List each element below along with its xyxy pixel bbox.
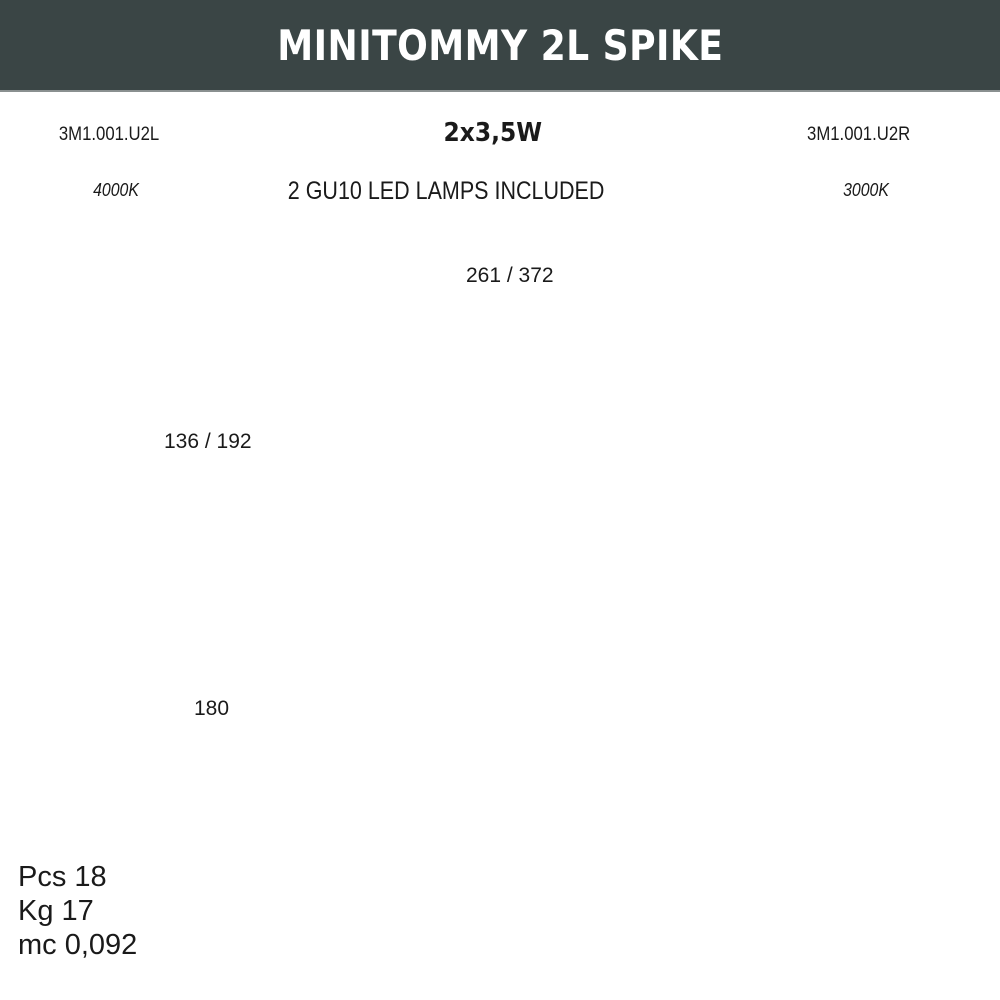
- product-title: MINITOMMY 2L SPIKE: [276, 20, 724, 70]
- packaging-volume: mc 0,092: [18, 929, 138, 961]
- packaging-pieces: Pcs 18: [18, 861, 107, 893]
- width-dimension: 261 / 372: [462, 264, 558, 288]
- rotation-ghost: [536, 339, 721, 528]
- right-color-temp: 3000K: [843, 180, 889, 200]
- right-lamp-head: [602, 301, 764, 453]
- spike-height-dimension: 180: [194, 697, 230, 721]
- lamps-included: 2 GU10 LED LAMPS INCLUDED: [287, 177, 605, 205]
- ground-spike: [475, 571, 533, 839]
- lamp-base: [410, 472, 601, 573]
- power-rating: 2x3,5W: [443, 118, 543, 148]
- left-color-temp: 4000K: [93, 180, 139, 200]
- left-lamp-head: [279, 341, 497, 546]
- packaging-weight: Kg 17: [18, 895, 94, 927]
- right-product-code: 3M1.001.U2R: [807, 124, 911, 145]
- left-product-code: 3M1.001.U2L: [58, 124, 160, 145]
- right-lamp-arm: [558, 400, 658, 502]
- title-banner: MINITOMMY 2L SPIKE: [0, 0, 1000, 92]
- head-height-dimension: 136 / 192: [164, 430, 252, 454]
